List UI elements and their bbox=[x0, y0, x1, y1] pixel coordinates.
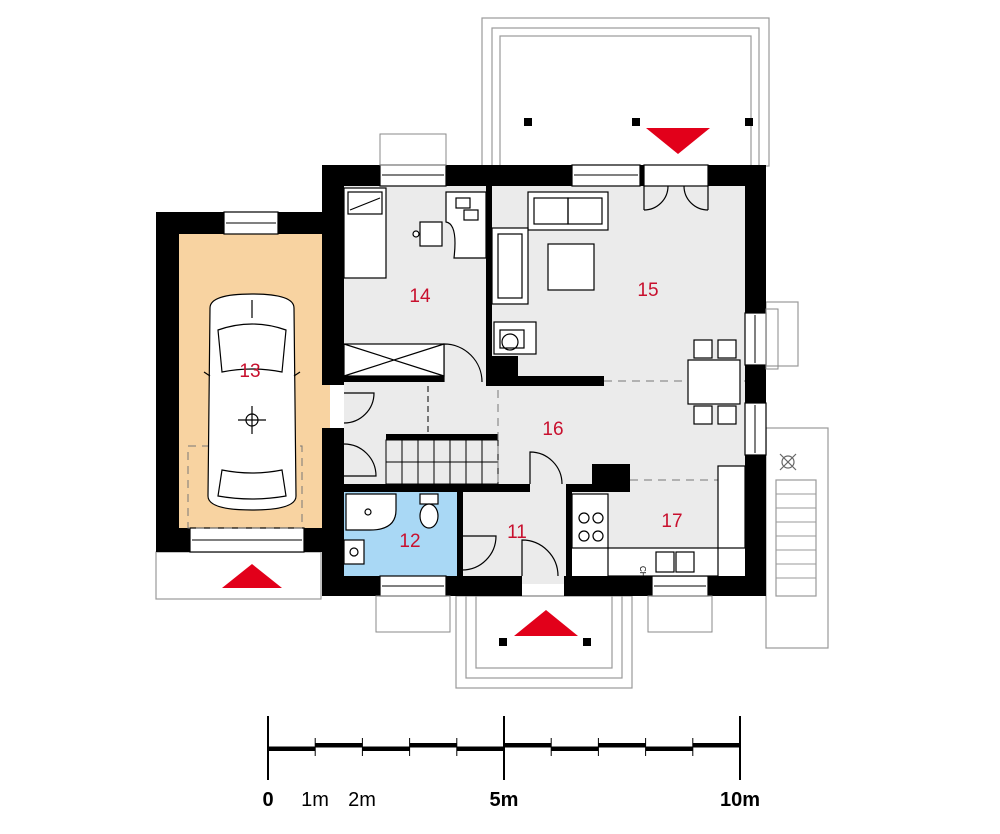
room-labels: 11 12 13 14 15 16 17 bbox=[239, 280, 682, 552]
side-stair-flight bbox=[775, 479, 817, 597]
wall-bath-11 bbox=[457, 492, 463, 576]
entrance-steps-inner bbox=[465, 595, 623, 679]
scale-segment bbox=[362, 747, 410, 751]
room-label-17: 17 bbox=[661, 511, 682, 532]
doors bbox=[343, 185, 709, 577]
door-room14 bbox=[443, 343, 483, 383]
shower-icon bbox=[345, 493, 397, 531]
rear-terrace-inner bbox=[491, 27, 760, 167]
wall-garage-bottom bbox=[156, 528, 190, 552]
wall-11-17 bbox=[566, 484, 572, 576]
coffee-table bbox=[547, 243, 595, 291]
stove-icon bbox=[578, 512, 604, 542]
wall-stair-top bbox=[386, 434, 498, 440]
room-label-13: 13 bbox=[239, 361, 260, 382]
entry-arrow-main bbox=[514, 610, 578, 636]
desk-chair-icon bbox=[412, 191, 487, 259]
entry-arrow-icon bbox=[222, 128, 710, 636]
wall-bath-top bbox=[344, 484, 530, 492]
door-stair-storage bbox=[343, 443, 377, 477]
bed-icon bbox=[343, 187, 387, 279]
wall-garage-top bbox=[156, 212, 224, 234]
door-entrance bbox=[521, 539, 559, 577]
wardrobe bbox=[343, 343, 445, 377]
scale-segment bbox=[409, 743, 457, 747]
scale-segment bbox=[645, 747, 693, 751]
wall-south bbox=[322, 576, 380, 596]
window-glazing bbox=[192, 174, 756, 587]
rear-terrace-inner-2 bbox=[499, 35, 752, 167]
door-garage bbox=[343, 392, 375, 424]
sofa-icon bbox=[491, 191, 609, 305]
fireplace-icon bbox=[493, 321, 537, 355]
side-bay bbox=[765, 301, 799, 367]
scale-segment bbox=[268, 747, 316, 751]
fridge-mark: CHŁ bbox=[638, 566, 647, 583]
scale-label-2m: 2m bbox=[348, 789, 376, 811]
room-label-15: 15 bbox=[637, 280, 658, 301]
wall-14-bottom bbox=[344, 376, 444, 382]
scale-segment bbox=[551, 747, 599, 751]
dining-set-icon bbox=[687, 339, 741, 425]
wall-east bbox=[745, 165, 766, 313]
lamp-icon bbox=[779, 453, 797, 471]
scale-label-0: 0 bbox=[262, 789, 273, 811]
walls bbox=[156, 165, 766, 596]
wall-14-15 bbox=[486, 165, 492, 385]
toilet-icon bbox=[419, 493, 439, 529]
sink-icon bbox=[655, 551, 695, 573]
scale-label-5m: 5m bbox=[490, 789, 519, 811]
scale-label-10m: 10m bbox=[720, 789, 760, 811]
room-label-14: 14 bbox=[409, 286, 431, 307]
entrance-steps-inner-2 bbox=[475, 595, 613, 669]
wall-west bbox=[322, 165, 344, 385]
room-label-12: 12 bbox=[399, 531, 420, 552]
scale-bar: 0 1m 2m 5m 10m bbox=[262, 716, 760, 811]
washbasin-icon bbox=[343, 539, 365, 565]
scale-segment bbox=[692, 743, 740, 747]
door-bathroom bbox=[461, 535, 497, 571]
room-label-11: 11 bbox=[507, 522, 527, 543]
scale-segment bbox=[315, 743, 363, 747]
scale-segment bbox=[598, 743, 646, 747]
floor-hall-11 bbox=[462, 492, 568, 576]
terrace-posts bbox=[499, 118, 753, 646]
side-stair-treads bbox=[776, 493, 816, 579]
scale-segment bbox=[456, 747, 504, 751]
scale-segments bbox=[268, 743, 740, 751]
wall-room15-top bbox=[486, 165, 572, 186]
entry-arrow-garage bbox=[222, 564, 282, 588]
window-room15-door bbox=[643, 164, 709, 187]
door-11-16 bbox=[529, 451, 563, 485]
wall-garage-left bbox=[156, 212, 179, 552]
scale-label-1m: 1m bbox=[301, 789, 329, 811]
window-sills bbox=[375, 133, 779, 633]
scale-segment bbox=[504, 743, 552, 747]
scale-ticks bbox=[267, 716, 741, 780]
rear-terrace bbox=[481, 17, 770, 167]
door-terrace bbox=[643, 185, 709, 211]
wall-15-16 bbox=[486, 376, 604, 386]
room-label-16: 16 bbox=[542, 419, 563, 440]
side-stair-landing bbox=[765, 427, 829, 649]
entrance-steps bbox=[455, 595, 633, 689]
car-icon bbox=[203, 293, 301, 511]
entry-arrow-terrace bbox=[646, 128, 710, 154]
